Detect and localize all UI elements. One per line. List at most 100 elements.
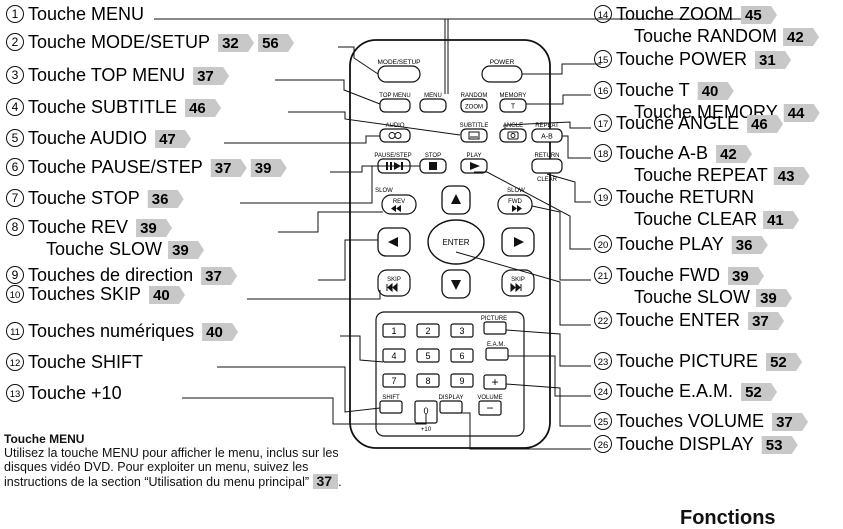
return-label: RETURN	[535, 153, 560, 159]
enter-button[interactable]	[427, 219, 485, 265]
callout-8-0-badge[interactable]	[136, 219, 173, 237]
callout-4-label: Touche SUBTITLE	[28, 97, 177, 117]
top-menu-button[interactable]	[379, 98, 411, 113]
digit-9-button[interactable]	[450, 373, 474, 388]
return-button[interactable]	[531, 158, 563, 174]
fwd-button[interactable]	[497, 194, 533, 215]
digit-3-button[interactable]	[450, 323, 474, 338]
slow-left-label: SLOW	[375, 188, 393, 194]
callout-20-number: 20	[598, 240, 609, 251]
cut-heading: Fonctions	[680, 507, 776, 529]
callout-5-0-badge[interactable]	[155, 130, 192, 148]
skip-right-button[interactable]	[501, 269, 535, 297]
digit-6-button[interactable]	[450, 348, 474, 363]
callout-26-0-badge[interactable]	[761, 436, 798, 454]
slow-right-label: SLOW	[507, 188, 525, 194]
angle-button[interactable]	[499, 128, 527, 143]
callout-25-0-page: 37	[776, 414, 793, 431]
callout-11-0-badge[interactable]	[202, 323, 239, 341]
zoom-button[interactable]	[460, 98, 488, 113]
callout-18-number: 18	[598, 149, 609, 160]
picture-label: PICTURE	[481, 316, 507, 322]
digit-8-label: 8	[425, 376, 430, 386]
callout-15-0-badge[interactable]	[755, 51, 792, 69]
callout-2-1-page: 56	[262, 35, 279, 52]
callout-10-0-badge[interactable]	[149, 286, 186, 304]
callout-7-0-badge[interactable]	[147, 190, 184, 208]
eam-button[interactable]	[485, 347, 509, 361]
callout-8-b-0-badge[interactable]	[168, 241, 205, 259]
digit-1-button[interactable]	[382, 323, 406, 338]
callout-3-label: Touche TOP MENU	[28, 65, 185, 85]
callout-16-number: 16	[598, 86, 609, 97]
callout-17-0-badge[interactable]	[747, 115, 784, 133]
callout-2-1-badge[interactable]	[258, 34, 295, 52]
callout-18-number-circle	[594, 144, 612, 162]
digit-4-button[interactable]	[382, 348, 406, 363]
callout-14-0-badge[interactable]	[741, 6, 778, 24]
top-menu-label: TOP MENU	[379, 93, 410, 99]
digit-2-button[interactable]	[416, 323, 440, 338]
callout-24-0-badge[interactable]	[741, 383, 778, 401]
callout-21-label-2: Touche SLOW	[634, 287, 750, 307]
power-label: POWER	[490, 59, 515, 66]
shift-button[interactable]	[379, 400, 403, 414]
callout-16-0-badge[interactable]	[697, 82, 734, 100]
callout-2-0-page: 32	[222, 35, 239, 52]
callout-1-label: Touche MENU	[28, 4, 144, 24]
subtitle-button[interactable]	[460, 128, 488, 143]
callout-6-1-badge[interactable]	[250, 159, 287, 177]
rev-button[interactable]	[381, 194, 417, 215]
callout-25-0-badge[interactable]	[772, 413, 809, 431]
remote-control: MODE/SETUP POWER TOP MENU MENU RANDOM ZO…	[349, 39, 563, 449]
mode-setup-label: MODE/SETUP	[378, 59, 421, 66]
callout-16-0-page: 40	[702, 83, 719, 100]
callout-18-0-badge[interactable]	[716, 145, 753, 163]
skip-left-button[interactable]	[377, 269, 411, 297]
ab-label: A-B	[541, 134, 553, 141]
callout-16-b-0-badge[interactable]	[783, 104, 820, 122]
callout-21-b-0-badge[interactable]	[756, 289, 793, 307]
callout-2-label: Touche MODE/SETUP	[28, 32, 210, 52]
digit-0-label: 0	[423, 406, 428, 416]
callout-19-label: Touche RETURN	[616, 187, 754, 207]
subtitle-label: SUBTITLE	[460, 123, 489, 129]
callout-8-label: Touche REV	[28, 217, 128, 237]
t-button[interactable]	[499, 98, 527, 113]
description-text: Utilisez la touche MENU pour afficher le…	[4, 446, 339, 489]
callout-21-0-badge[interactable]	[728, 267, 765, 285]
diagram-canvas: MODE/SETUP POWER TOP MENU MENU RANDOM ZO…	[6, 4, 820, 454]
callout-3-0-badge[interactable]	[193, 67, 230, 85]
callout-6-0-badge[interactable]	[210, 159, 247, 177]
callout-23-label: Touche PICTURE	[616, 351, 758, 371]
mode-setup-button[interactable]	[377, 65, 421, 83]
digit-8-button[interactable]	[416, 373, 440, 388]
digit-5-button[interactable]	[416, 348, 440, 363]
callout-22-0-badge[interactable]	[748, 312, 785, 330]
callout-2-0-badge[interactable]	[218, 34, 255, 52]
callout-19-b-0-badge[interactable]	[763, 211, 800, 229]
callout-10-number-circle	[6, 285, 24, 303]
callout-25-number-circle	[594, 412, 612, 430]
power-button[interactable]	[481, 65, 523, 83]
description-tail: .	[338, 475, 342, 489]
callout-9-0-badge[interactable]	[201, 267, 238, 285]
callout-23-0-badge[interactable]	[766, 353, 803, 371]
description-page-badge[interactable]: 37	[312, 474, 339, 489]
picture-button[interactable]	[483, 321, 507, 335]
callout-18-b-0-badge[interactable]	[773, 167, 810, 185]
digit-7-button[interactable]	[382, 373, 406, 388]
callout-15-0-page: 31	[759, 52, 776, 69]
memory-label: MEMORY	[500, 93, 527, 99]
volume-down-button[interactable]	[478, 400, 502, 416]
digit-9-label: 9	[459, 376, 464, 386]
callout-10-0-page: 40	[153, 287, 170, 304]
callout-4-0-badge[interactable]	[185, 99, 222, 117]
volume-up-button[interactable]	[483, 374, 507, 390]
display-button[interactable]	[439, 400, 463, 414]
callout-14-b-0-badge[interactable]	[783, 28, 820, 46]
volume-label: VOLUME	[477, 395, 502, 401]
callout-20-0-badge[interactable]	[731, 236, 768, 254]
callout-7-label: Touche STOP	[28, 188, 140, 208]
menu-button[interactable]	[419, 98, 447, 113]
